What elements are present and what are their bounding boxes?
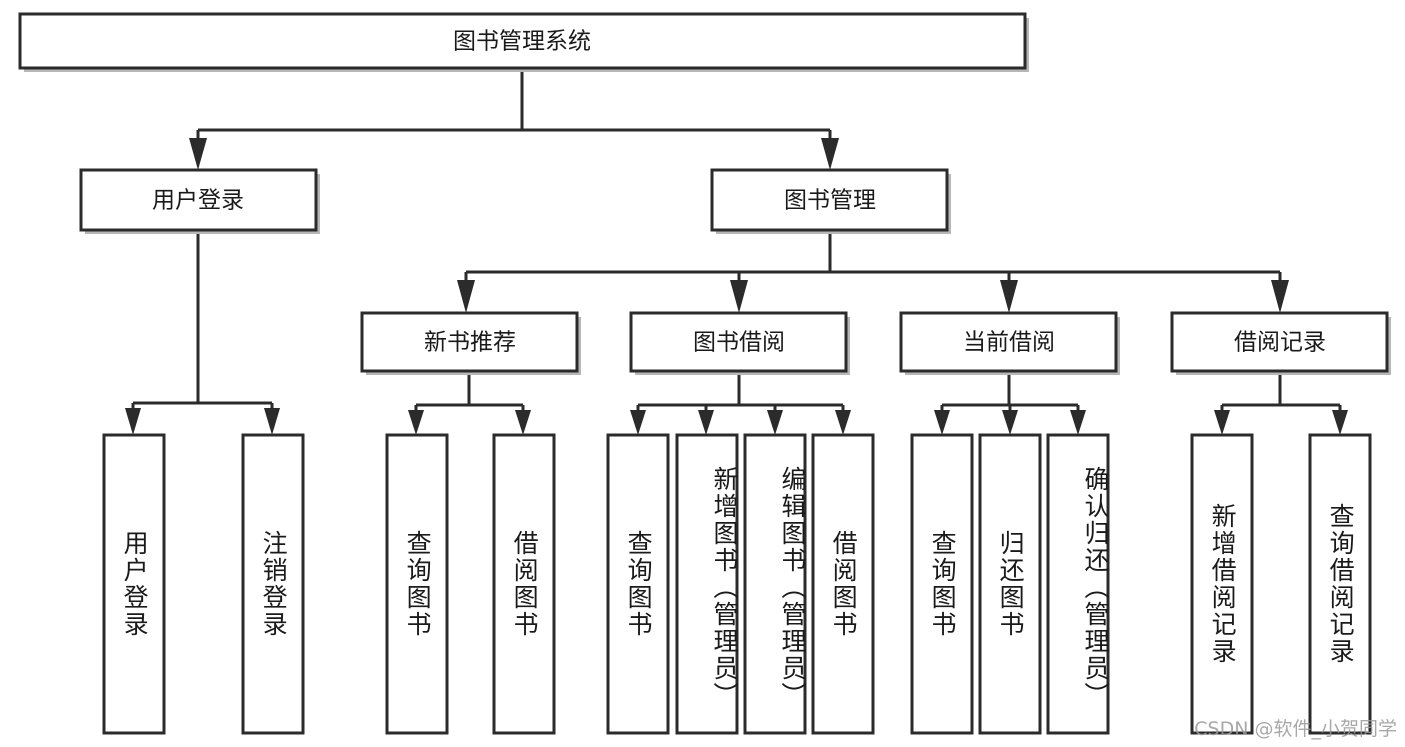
arrow-head-leaf-borrow-book-2 [835, 410, 851, 435]
leaf-box-query-book-3[interactable] [910, 433, 974, 735]
leaf-box-return-book[interactable] [978, 433, 1042, 735]
arrow-head-leaf-query-book-1 [408, 410, 424, 435]
leaf-box-layer [102, 433, 1372, 735]
arrow-head-book-borrow [730, 280, 748, 313]
arrow-head-leaf-logout [264, 408, 280, 435]
node-new-book-recommend-box [360, 311, 579, 373]
leaf-box-add-record[interactable] [1190, 433, 1254, 735]
leaf-box-query-record[interactable] [1308, 433, 1372, 735]
arrow-head-new-book-recommend [457, 280, 475, 313]
arrow-head-leaf-query-book-3 [934, 410, 950, 435]
arrow-head-leaf-query-book-2 [630, 410, 646, 435]
node-root[interactable]: 图书管理系统 [18, 12, 1029, 72]
arrow-head-leaf-add-record [1214, 410, 1230, 435]
node-book-borrow[interactable]: 图书借阅 [629, 311, 850, 375]
node-borrow-record-box [1170, 311, 1389, 373]
csdn-watermark: CSDN @软件_小贺同学 [1194, 718, 1397, 740]
arrow-head-leaf-query-record [1332, 410, 1348, 435]
connector-layer [125, 68, 1348, 435]
node-book-borrow-label: 图书借阅 [693, 330, 785, 356]
node-book-manage[interactable]: 图书管理 [710, 168, 951, 234]
node-book-manage-label: 图书管理 [784, 188, 876, 214]
leaf-box-query-book-2[interactable] [606, 433, 670, 735]
node-new-book-recommend[interactable]: 新书推荐 [360, 311, 581, 375]
leaf-box-query-book-1[interactable] [385, 433, 449, 735]
node-root-box [18, 12, 1027, 70]
arrow-head-leaf-return-book [1002, 410, 1018, 435]
node-current-borrow[interactable]: 当前借阅 [899, 311, 1120, 375]
node-root-label: 图书管理系统 [453, 29, 591, 55]
leaf-box-edit-book[interactable] [743, 433, 807, 735]
node-current-borrow-label: 当前借阅 [963, 330, 1055, 356]
arrow-head-current-borrow [1000, 280, 1018, 313]
arrow-head-leaf-borrow-book-1 [515, 410, 531, 435]
arrow-head-leaf-confirm-return [1070, 410, 1086, 435]
leaf-box-user-login[interactable] [102, 433, 166, 735]
arrow-head-leaf-user-login [125, 408, 141, 435]
node-borrow-record-label: 借阅记录 [1234, 330, 1326, 356]
arrow-head-leaf-edit-book [767, 410, 783, 435]
arrow-head-user-login [189, 138, 207, 170]
node-book-manage-box [710, 168, 949, 232]
node-new-book-recommend-label: 新书推荐 [424, 330, 516, 356]
leaf-box-borrow-book-2[interactable] [811, 433, 875, 735]
node-borrow-record[interactable]: 借阅记录 [1170, 311, 1391, 375]
node-current-borrow-box [899, 311, 1118, 373]
arrow-head-borrow-record [1271, 280, 1289, 313]
leaf-box-add-book[interactable] [675, 433, 739, 735]
arrow-head-book-manage [821, 138, 839, 170]
node-book-borrow-box [629, 311, 848, 373]
node-user-login-label: 用户登录 [152, 188, 244, 214]
leaf-box-borrow-book-1[interactable] [492, 433, 556, 735]
arrow-head-leaf-add-book [698, 410, 714, 435]
node-user-login[interactable]: 用户登录 [79, 168, 320, 234]
node-user-login-box [79, 168, 318, 232]
leaf-box-confirm-return[interactable] [1046, 433, 1110, 735]
leaf-box-logout[interactable] [241, 433, 305, 735]
